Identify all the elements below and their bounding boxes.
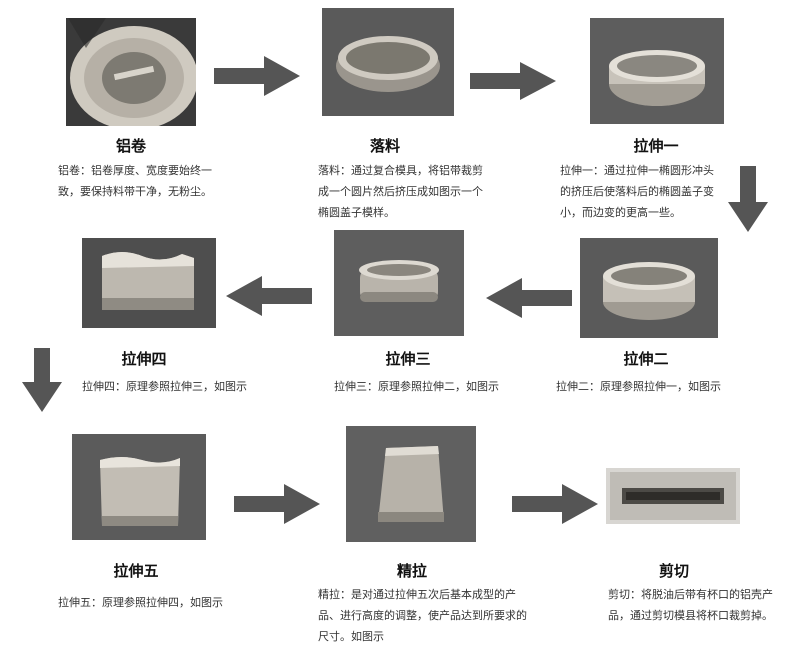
step-desc-draw2: 拉伸二：原理参照拉伸一，如图示: [556, 376, 726, 397]
step-desc-draw3: 拉伸三：原理参照拉伸二，如图示: [334, 376, 504, 397]
step-title-finish: 精拉: [372, 560, 452, 581]
draw-five-photo: [72, 434, 206, 540]
step-desc-trim: 剪切：将脱油后带有杯口的铝壳产品，通过剪切模县将杯口裁剪掉。: [608, 584, 776, 626]
step-title-blank: 落料: [360, 135, 410, 156]
step-desc-draw5: 拉伸五：原理参照拉伸四，如图示: [58, 592, 228, 613]
arrow-right: [470, 62, 556, 100]
arrow-right: [234, 484, 320, 524]
arrow-down: [22, 348, 62, 412]
draw-two-photo: [580, 238, 718, 338]
draw-four-photo: [82, 238, 216, 328]
step-title-trim: 剪切: [634, 560, 714, 581]
arrow-left: [226, 276, 312, 316]
step-title-draw1: 拉伸一: [616, 135, 696, 156]
aluminum-coil-photo: [66, 18, 196, 126]
step-title-draw2: 拉伸二: [606, 348, 686, 369]
arrow-down: [728, 166, 768, 232]
step-desc-draw4: 拉伸四：原理参照拉伸三，如图示: [82, 376, 252, 397]
step-title-draw3: 拉伸三: [368, 348, 448, 369]
trim-photo: [606, 468, 740, 524]
step-desc-draw1: 拉伸一：通过拉伸一椭圆形冲头的挤压后使落料后的椭圆盖子变小，而边变的更高一些。: [560, 160, 718, 223]
blanking-photo: [322, 8, 454, 116]
step-desc-finish: 精拉：是对通过拉伸五次后基本成型的产品、进行高度的调整，使产品达到所要求的尺寸。…: [318, 584, 536, 647]
draw-one-photo: [590, 18, 724, 124]
arrow-right: [214, 56, 300, 96]
draw-three-photo: [334, 230, 464, 336]
step-desc-blank: 落料：通过复合模具，将铝带裁剪成一个圆片然后挤压成如图示一个椭圆盖子模样。: [318, 160, 486, 223]
step-title-coil: 铝卷: [106, 135, 156, 156]
arrow-right: [512, 484, 598, 524]
step-title-draw4: 拉伸四: [104, 348, 184, 369]
step-title-draw5: 拉伸五: [96, 560, 176, 581]
arrow-left: [486, 278, 572, 318]
step-desc-coil: 铝卷：铝卷厚度、宽度要始终一致，要保持料带干净，无粉尘。: [58, 160, 218, 202]
finish-draw-photo: [346, 426, 476, 542]
